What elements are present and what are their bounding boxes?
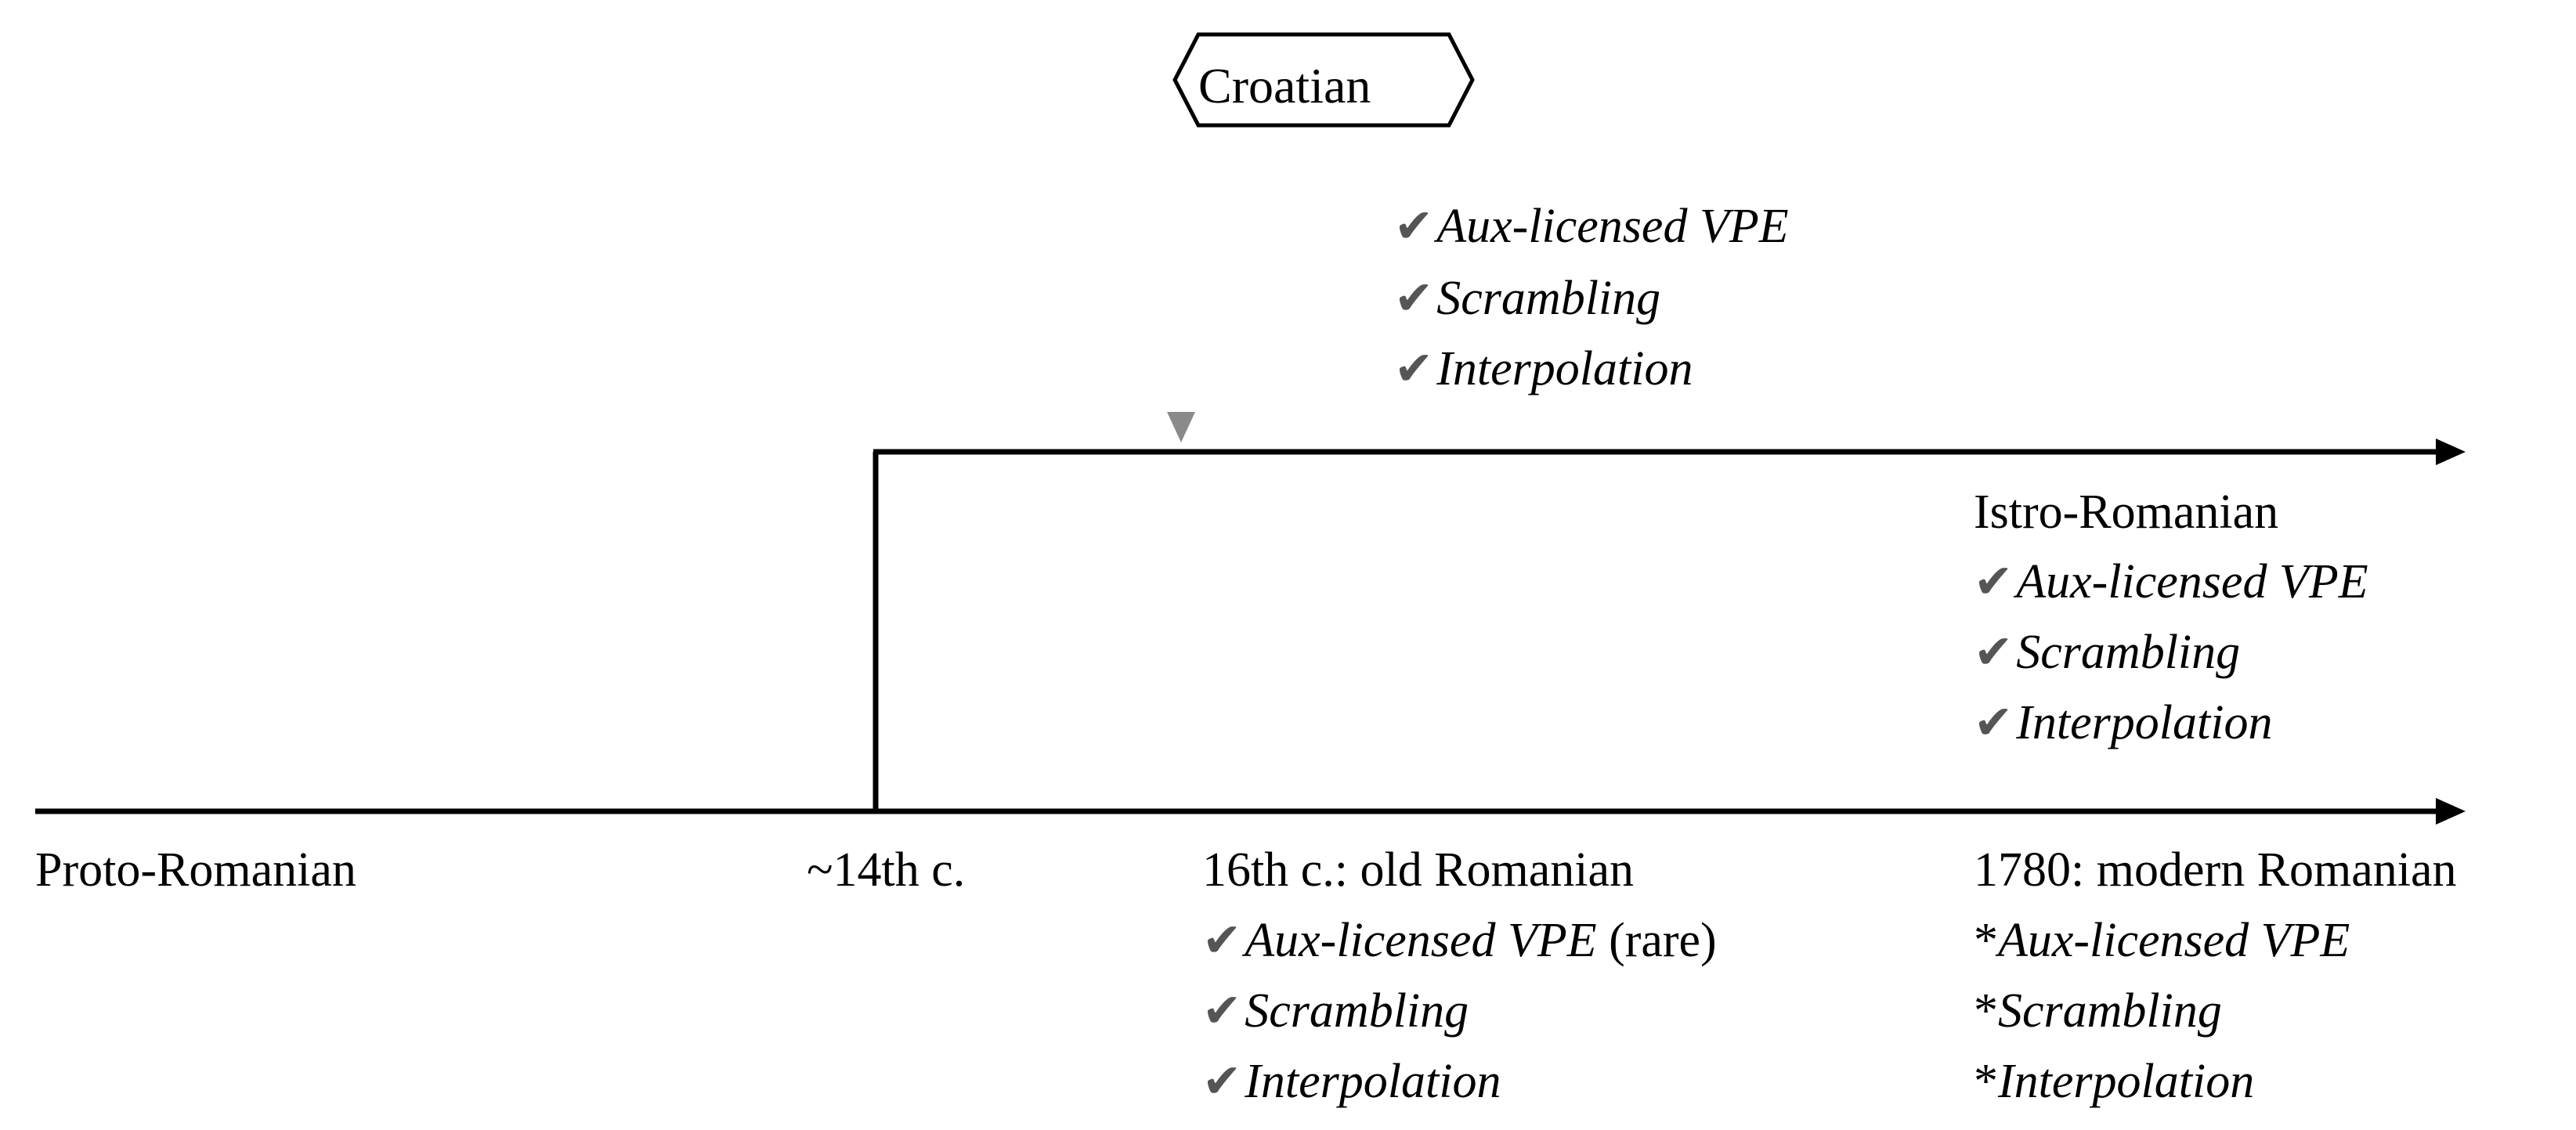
feature-label: Interpolation <box>1245 1055 1501 1108</box>
croatian-label: Croatian <box>1198 58 1371 114</box>
croatian-feature-2: ✔Scrambling <box>1394 274 1660 323</box>
check-icon: ✔ <box>1394 271 1434 326</box>
istro-timeline-arrowhead <box>2436 439 2466 465</box>
feature-label: Scrambling <box>1245 984 1469 1038</box>
croatian-hexagon <box>1172 32 1475 128</box>
istro-feature-2: ✔Scrambling <box>1974 628 2240 677</box>
feature-label: Aux-licensed VPE <box>1245 914 1597 967</box>
feature-label: Scrambling <box>2016 626 2241 679</box>
feature-label: Interpolation <box>1998 1055 2255 1108</box>
old-feature-2: ✔Scrambling <box>1202 987 1469 1035</box>
modern-feature-3: *Interpolation <box>1974 1057 2254 1106</box>
check-icon: ✔ <box>1974 695 2014 750</box>
feature-label: Scrambling <box>1998 984 2222 1038</box>
istro-romanian-label: Istro-Romanian <box>1974 486 2279 539</box>
modern-feature-1: *Aux-licensed VPE <box>1974 916 2350 965</box>
croatian-feature-1: ✔Aux-licensed VPE <box>1394 202 1789 251</box>
modern-romanian-label: 1780: modern Romanian <box>1974 843 2457 897</box>
main-timeline-arrowhead <box>2436 798 2466 825</box>
asterisk-icon: * <box>1974 984 1998 1038</box>
asterisk-icon: * <box>1974 1055 1998 1108</box>
modern-feature-2: *Scrambling <box>1974 987 2222 1035</box>
contact-arrow-head <box>1167 412 1195 442</box>
check-icon: ✔ <box>1202 1054 1242 1109</box>
feature-label: Interpolation <box>1436 342 1693 395</box>
feature-label: Aux-licensed VPE <box>1436 200 1789 253</box>
check-icon: ✔ <box>1974 625 2014 680</box>
old-romanian-label: 16th c.: old Romanian <box>1202 843 1635 897</box>
proto-romanian-label: Proto-Romanian <box>35 843 356 897</box>
check-icon: ✔ <box>1202 913 1242 968</box>
check-icon: ✔ <box>1394 199 1434 254</box>
check-icon: ✔ <box>1394 341 1434 396</box>
istro-feature-3: ✔Interpolation <box>1974 699 2272 747</box>
feature-label: Aux-licensed VPE <box>1998 914 2350 967</box>
feature-note: (rare) <box>1609 914 1717 967</box>
asterisk-icon: * <box>1974 914 1998 967</box>
old-feature-3: ✔Interpolation <box>1202 1057 1501 1106</box>
feature-label: Interpolation <box>2016 696 2273 749</box>
feature-label: Aux-licensed VPE <box>2016 555 2368 608</box>
istro-feature-1: ✔Aux-licensed VPE <box>1974 558 2368 606</box>
check-icon: ✔ <box>1202 984 1242 1038</box>
croatian-feature-3: ✔Interpolation <box>1394 345 1693 393</box>
check-icon: ✔ <box>1974 554 2014 609</box>
split-date-label: ~14th c. <box>807 843 966 897</box>
feature-label: Scrambling <box>1436 272 1661 325</box>
old-feature-1: ✔Aux-licensed VPE (rare) <box>1202 916 1717 965</box>
